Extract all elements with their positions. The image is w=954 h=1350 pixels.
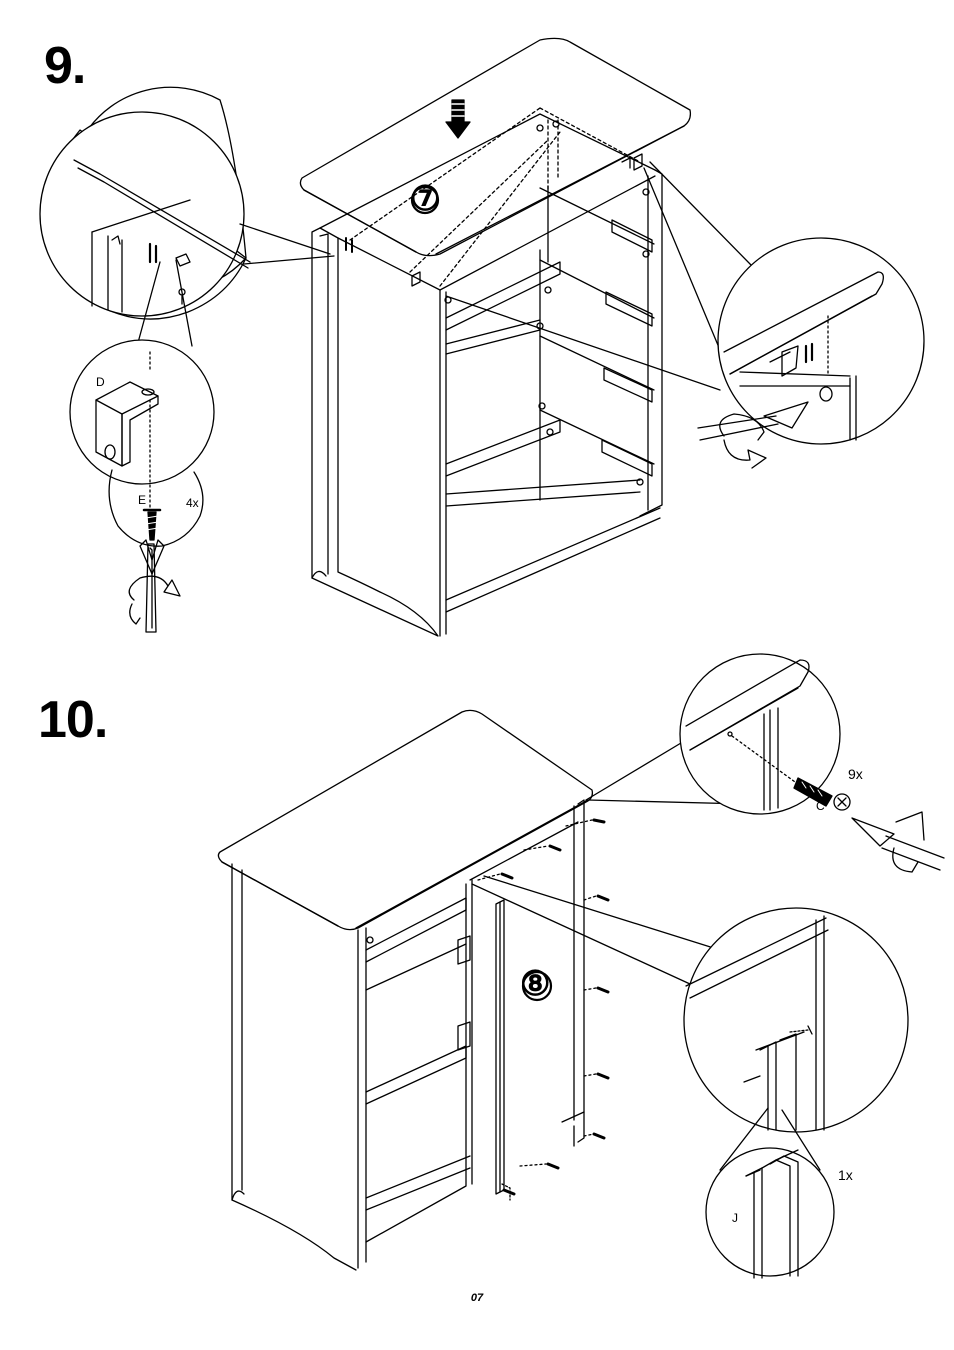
page-number: 07: [0, 1292, 954, 1304]
screw-c-label: C: [816, 800, 825, 812]
profile-j-detail: [706, 1108, 834, 1278]
rotate-arrow-icon: [893, 812, 924, 872]
screw-c-quantity: 9x: [848, 767, 863, 781]
step10-screws: [478, 820, 608, 1194]
step9-zoom-right: [446, 162, 924, 444]
part-8-label: ⑧: [520, 967, 550, 1001]
bracket-d-label: D: [96, 376, 105, 388]
step10-zoom-top: [586, 654, 850, 814]
profile-j-label: J: [732, 1212, 738, 1224]
down-arrow-icon: [446, 100, 470, 138]
step9-cabinet-carcass: [312, 114, 662, 636]
step10-zoom-profile: [472, 876, 908, 1132]
screwdriver-icon: [140, 540, 164, 632]
screwdriver-icon: [852, 818, 944, 870]
screw-e-label: E: [138, 494, 146, 506]
step-10-number: 10.: [38, 694, 107, 746]
profile-j-quantity: 1x: [838, 1168, 853, 1182]
step9-zoom-left: [40, 87, 334, 319]
part-7-label: ⑦: [410, 182, 440, 216]
screw-e-quantity: 4x: [186, 497, 199, 509]
step-9-number: 9.: [44, 40, 85, 92]
